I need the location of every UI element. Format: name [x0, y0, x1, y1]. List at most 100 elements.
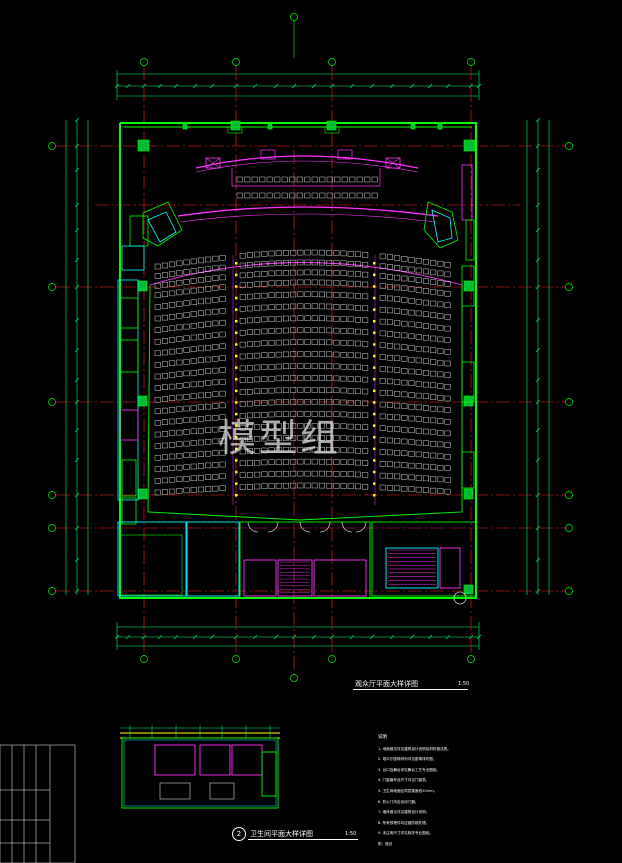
seat [282, 459, 289, 465]
seat [154, 338, 161, 345]
seat [161, 349, 168, 356]
seat [176, 301, 183, 307]
seat [275, 327, 282, 334]
seat [408, 474, 415, 481]
seat [422, 346, 429, 353]
seat [386, 449, 393, 456]
seat [347, 435, 354, 442]
seat [290, 387, 297, 393]
dim-tick [427, 83, 433, 89]
bottom-dimension-ticks [114, 634, 482, 640]
seat [430, 417, 437, 424]
seat [401, 320, 408, 327]
seat [282, 363, 289, 370]
seat [386, 307, 393, 314]
seat [219, 355, 226, 361]
seat [311, 339, 318, 345]
seat [261, 483, 268, 489]
seat [246, 262, 253, 268]
seat [282, 387, 289, 393]
seat [275, 399, 282, 406]
seat [219, 449, 226, 456]
seat [154, 408, 161, 415]
seat [311, 446, 318, 453]
seat [318, 446, 325, 453]
seat [290, 259, 297, 266]
aisle-marker [373, 285, 376, 288]
stage-seat [244, 176, 251, 183]
seat [190, 428, 197, 435]
seat [326, 279, 333, 286]
seat [205, 450, 212, 457]
aisle-marker [235, 470, 238, 474]
seat [176, 464, 183, 471]
seat [190, 311, 197, 317]
seat [161, 454, 168, 460]
seat [261, 364, 268, 370]
seat [268, 292, 275, 298]
seat [254, 364, 261, 371]
seat [169, 477, 176, 483]
seat [183, 300, 190, 306]
seat [326, 423, 333, 429]
seat [205, 321, 212, 327]
seat [161, 477, 168, 484]
seat [379, 461, 386, 467]
seat [386, 343, 393, 349]
seat [254, 376, 261, 383]
seat [354, 281, 361, 287]
seat [430, 476, 437, 482]
seat [318, 458, 325, 465]
notes-title: 说明 [378, 735, 387, 740]
seat [444, 271, 451, 278]
seat [408, 345, 415, 351]
seat [408, 309, 415, 316]
dim-tick [535, 227, 541, 233]
title-block [0, 744, 76, 863]
dim-tick [173, 634, 179, 640]
seat [326, 399, 333, 405]
seat [161, 489, 168, 495]
seat [246, 460, 253, 466]
seat [246, 341, 253, 347]
dim-tick [74, 347, 80, 353]
seat [261, 328, 268, 335]
seat [318, 259, 325, 266]
seat [340, 375, 347, 382]
seat [161, 291, 168, 298]
main-drawing-title: 观众厅平面大样详图 [355, 680, 418, 688]
seat [212, 403, 219, 409]
seat [386, 274, 393, 280]
aisle-marker [373, 308, 376, 311]
dim-tick [409, 634, 415, 640]
seat [219, 379, 226, 385]
seat [311, 411, 318, 417]
seat [197, 380, 204, 387]
dim-tick [468, 634, 474, 640]
seat [261, 471, 268, 478]
seat [415, 381, 422, 387]
seat [282, 423, 289, 429]
seat [169, 360, 176, 367]
seat [422, 323, 429, 329]
seat [183, 279, 190, 285]
seat [205, 427, 212, 433]
seat [176, 406, 183, 412]
seat [401, 415, 408, 421]
dim-tick [535, 317, 541, 323]
seat [422, 475, 429, 482]
dim-tick [209, 634, 215, 640]
seat [297, 327, 304, 333]
stage-seat [296, 176, 303, 183]
seat [261, 251, 268, 257]
seat [219, 296, 226, 302]
seat [437, 324, 444, 331]
seat [408, 462, 415, 469]
seat [437, 289, 444, 296]
seat [326, 375, 333, 381]
seat [394, 426, 401, 432]
aisle-marker [235, 401, 238, 404]
seat [408, 356, 415, 363]
seat [415, 475, 422, 481]
seat [386, 414, 393, 420]
